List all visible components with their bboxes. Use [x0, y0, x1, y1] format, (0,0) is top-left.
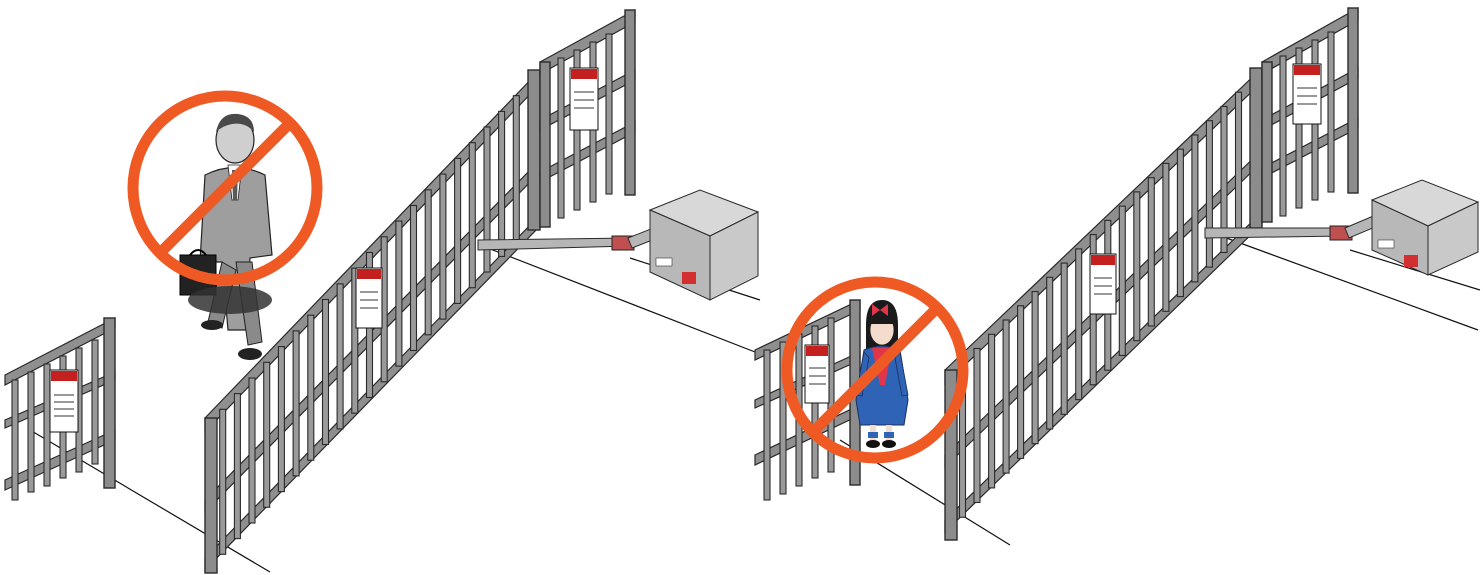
gate-picket [1047, 277, 1053, 429]
gate-picket [293, 331, 299, 476]
gate-picket [513, 96, 519, 241]
gate-picket [249, 378, 255, 523]
gate-picket [440, 174, 446, 319]
gate-picket [974, 349, 980, 503]
fixed-gate-far [540, 10, 635, 227]
gate-picket [1061, 263, 1067, 414]
gate-picket [989, 334, 995, 488]
gate-picket [396, 221, 402, 366]
gate-picket [264, 362, 270, 507]
gate-picket [308, 315, 314, 460]
fixed-gate-far [1262, 8, 1358, 222]
gate-picket [1032, 292, 1038, 444]
scene-child [755, 8, 1480, 545]
ground-lines [840, 232, 1480, 545]
warning-sign-icon [1293, 64, 1321, 124]
gate-picket [323, 300, 329, 445]
warning-sign-icon [805, 345, 829, 403]
gate-picket [1206, 121, 1212, 267]
ground-lines [30, 245, 760, 572]
gate-picket [469, 143, 475, 288]
warning-sign-icon [1090, 254, 1116, 314]
gate-picket [1177, 149, 1183, 296]
warning-sign-icon [50, 370, 78, 432]
gate-operator-icon [478, 190, 758, 300]
gate-picket [1018, 306, 1024, 459]
gate-picket [1076, 249, 1082, 400]
gate-picket [499, 111, 505, 256]
gate-operator-icon [1205, 180, 1478, 275]
warning-sign-icon [570, 68, 598, 130]
gate-picket [1134, 192, 1140, 341]
gate-picket [278, 347, 284, 492]
scene-adult [5, 10, 760, 573]
gate-picket [1192, 135, 1198, 282]
gate-picket [1236, 92, 1242, 238]
gate-picket [455, 158, 461, 303]
gate-picket [425, 190, 431, 335]
gate-picket [1148, 178, 1154, 326]
gate-picket [1003, 320, 1009, 473]
fixed-gate-left [5, 318, 115, 500]
gate-picket [234, 394, 240, 539]
warning-sign-icon [356, 268, 382, 328]
swing-gate-main [945, 68, 1262, 540]
gate-picket [1119, 206, 1125, 355]
gate-picket [411, 206, 417, 351]
gate-picket [337, 284, 343, 429]
gate-picket [220, 409, 226, 554]
gate-picket [1163, 163, 1169, 311]
